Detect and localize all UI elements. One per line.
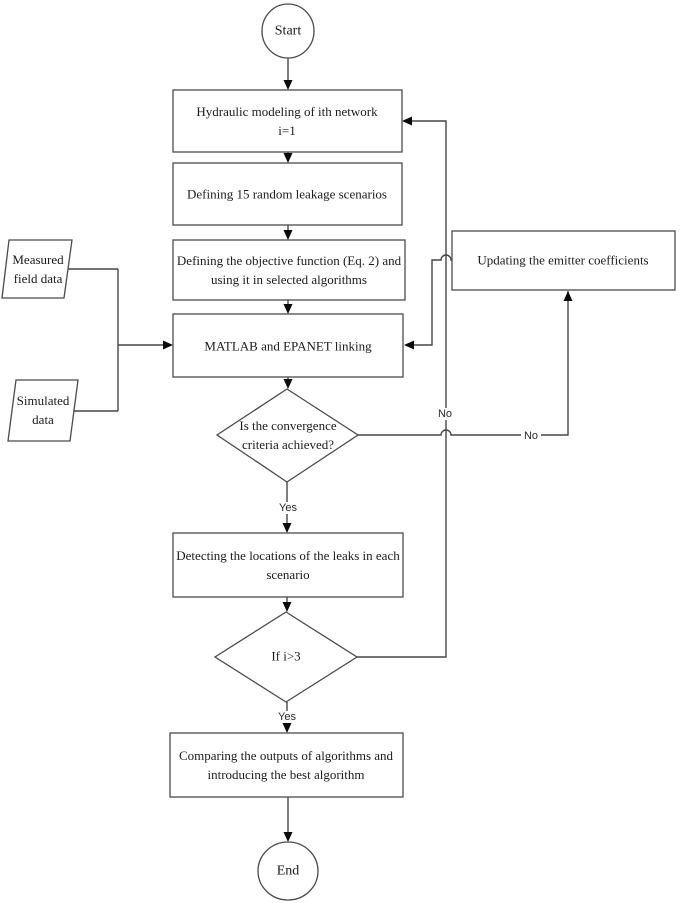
process-matlab-epanet [172, 313, 404, 378]
decision-convergence [215, 388, 360, 483]
data-simulated [7, 379, 79, 442]
edge-label-yes-iteration: Yes [275, 711, 299, 723]
edge-label-yes-convergence: Yes [276, 502, 300, 514]
process-updating-coefficients [451, 230, 676, 291]
arrowhead-down-convergence [283, 379, 293, 389]
decision-iteration [213, 611, 359, 703]
arrowhead-down-hydraulic [283, 80, 293, 90]
connector-convergence-no [358, 291, 569, 436]
arrowhead-down-objective [283, 230, 293, 240]
arrowhead-down-comparing [282, 723, 292, 733]
arrowhead-down-scenarios [283, 153, 293, 163]
edge-label-no-convergence: No [520, 430, 542, 442]
terminator-end [257, 841, 319, 901]
arrowhead-up-updating [563, 291, 573, 301]
data-measured-field [1, 239, 73, 299]
shape-group [1, 3, 676, 901]
arrowhead-right-matlab [163, 340, 173, 350]
connector-data-to-matlab [68, 268, 164, 412]
arrowhead-group [163, 80, 573, 842]
arrowhead-down-detecting [282, 523, 292, 533]
terminator-start [261, 3, 315, 59]
arrowhead-down-matlab [283, 304, 293, 314]
process-objective-function [172, 239, 406, 301]
process-comparing-outputs [169, 732, 404, 798]
arrowhead-left-matlab [404, 340, 414, 350]
process-hydraulic-modeling [172, 89, 403, 153]
process-detecting-leaks [172, 532, 404, 598]
process-leakage-scenarios [172, 162, 403, 226]
edge-label-no-iteration: No [434, 408, 456, 420]
connector-iteration-no-loop [357, 120, 447, 658]
arrowhead-down-end [283, 832, 293, 842]
arrowhead-down-iteration [282, 602, 292, 612]
arrowhead-left-hydraulic [402, 116, 412, 126]
connector-group [68, 58, 569, 833]
connector-updating-to-matlab [414, 254, 452, 346]
